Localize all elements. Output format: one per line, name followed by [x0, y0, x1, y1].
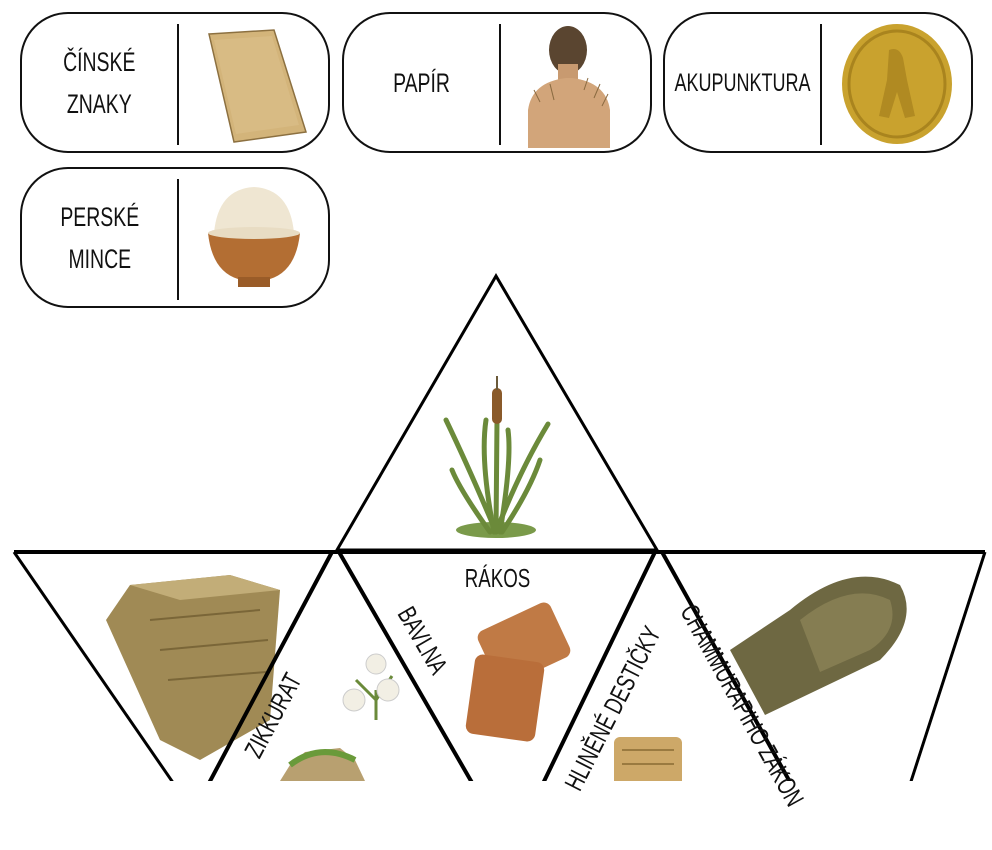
clay-tablets-image: [465, 602, 571, 742]
matching-card-2: PAPÍR: [342, 12, 652, 153]
persian-coin-image: [842, 24, 952, 144]
matching-card-1: ČÍNSKÉ ZNAKY: [20, 12, 330, 153]
cuneiform-tablet-image: [614, 737, 682, 781]
card-label: PAPÍR: [393, 67, 450, 98]
papyrus-sheet-image: [208, 29, 307, 143]
cotton-plant-image: [342, 653, 400, 720]
card-label: AKUPUNKTURA: [674, 68, 811, 97]
rice-bowl-image: [208, 187, 300, 287]
card-divider: [177, 179, 179, 300]
acupuncture-back-image: [528, 26, 610, 148]
label-rakos: RÁKOS: [464, 563, 531, 593]
matching-card-4: PERSKÉ MINCE: [20, 167, 330, 308]
card-label: ČÍNSKÉ ZNAKY: [63, 46, 136, 119]
card-divider: [820, 24, 822, 145]
matching-card-3: AKUPUNKTURA: [663, 12, 973, 153]
hanging-gardens-image: [280, 748, 365, 781]
triangle-net: [12, 273, 987, 781]
card-label: PERSKÉ MINCE: [60, 201, 139, 274]
reed-plant-image: [443, 376, 551, 538]
ziggurat-image: [106, 575, 280, 760]
hammurabi-stele-image: [730, 576, 907, 715]
card-divider: [499, 24, 501, 145]
card-divider: [177, 24, 179, 145]
